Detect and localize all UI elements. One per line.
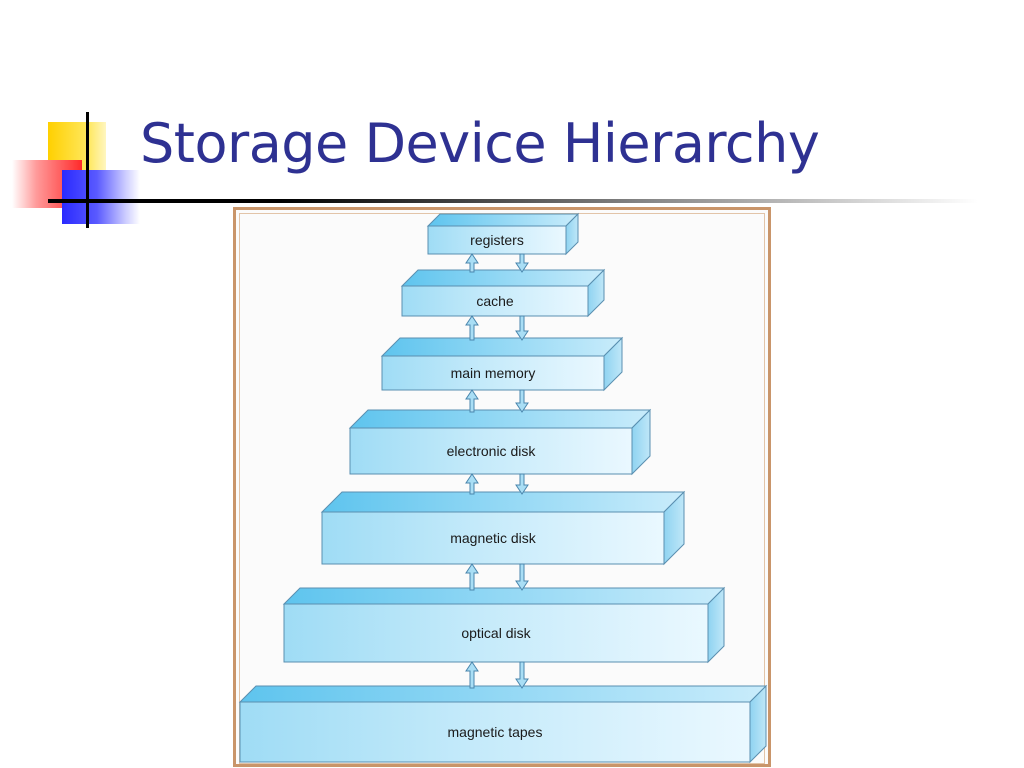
box-front-face bbox=[381, 355, 605, 391]
up-arrow bbox=[465, 253, 479, 273]
down-arrow bbox=[515, 253, 529, 273]
hierarchy-labels: registers cache main memory electronic disk… bbox=[447, 232, 543, 740]
level-label-magnetic-tapes: magnetic tapes bbox=[448, 724, 543, 740]
logo-blue-square bbox=[62, 170, 140, 224]
level-box-cache bbox=[400, 268, 606, 318]
box-front-face bbox=[427, 225, 567, 255]
box-front-face bbox=[239, 701, 751, 763]
level-label-electronic-disk: electronic disk bbox=[447, 443, 537, 459]
level-box-optical-disk bbox=[282, 586, 726, 664]
down-arrow bbox=[515, 563, 529, 591]
box-top-face bbox=[282, 587, 726, 605]
level-label-optical-disk: optical disk bbox=[461, 625, 531, 641]
up-arrow bbox=[465, 389, 479, 413]
box-top-face bbox=[426, 213, 580, 227]
box-front-face bbox=[349, 427, 633, 475]
down-arrow bbox=[515, 315, 529, 341]
level-box-magnetic-tapes bbox=[238, 684, 768, 764]
level-box-registers bbox=[426, 212, 580, 256]
hierarchy-arrows bbox=[465, 253, 529, 689]
box-top-face bbox=[400, 269, 606, 287]
up-arrow bbox=[465, 563, 479, 591]
up-arrow bbox=[465, 661, 479, 689]
box-top-face bbox=[380, 337, 624, 357]
level-label-main-memory: main memory bbox=[451, 365, 536, 381]
level-box-electronic-disk bbox=[348, 408, 652, 476]
level-label-cache: cache bbox=[476, 293, 514, 309]
box-top-face bbox=[238, 685, 768, 703]
slide-logo bbox=[0, 0, 150, 240]
box-front-face bbox=[401, 285, 589, 317]
down-arrow bbox=[515, 661, 529, 689]
box-front-face bbox=[283, 603, 709, 663]
box-top-face bbox=[320, 491, 686, 513]
down-arrow bbox=[515, 473, 529, 495]
up-arrow bbox=[465, 315, 479, 341]
up-arrow bbox=[465, 473, 479, 495]
slide-title: Storage Device Hierarchy bbox=[140, 112, 820, 175]
hierarchy-boxes bbox=[238, 212, 768, 764]
logo-vertical-line bbox=[86, 112, 89, 228]
down-arrow bbox=[515, 389, 529, 413]
level-label-registers: registers bbox=[470, 232, 524, 248]
box-top-face bbox=[348, 409, 652, 429]
box-front-face bbox=[321, 511, 665, 565]
level-label-magnetic-disk: magnetic disk bbox=[450, 530, 537, 546]
level-box-main-memory bbox=[380, 336, 624, 392]
level-box-magnetic-disk bbox=[320, 490, 686, 566]
title-underline bbox=[48, 199, 978, 203]
